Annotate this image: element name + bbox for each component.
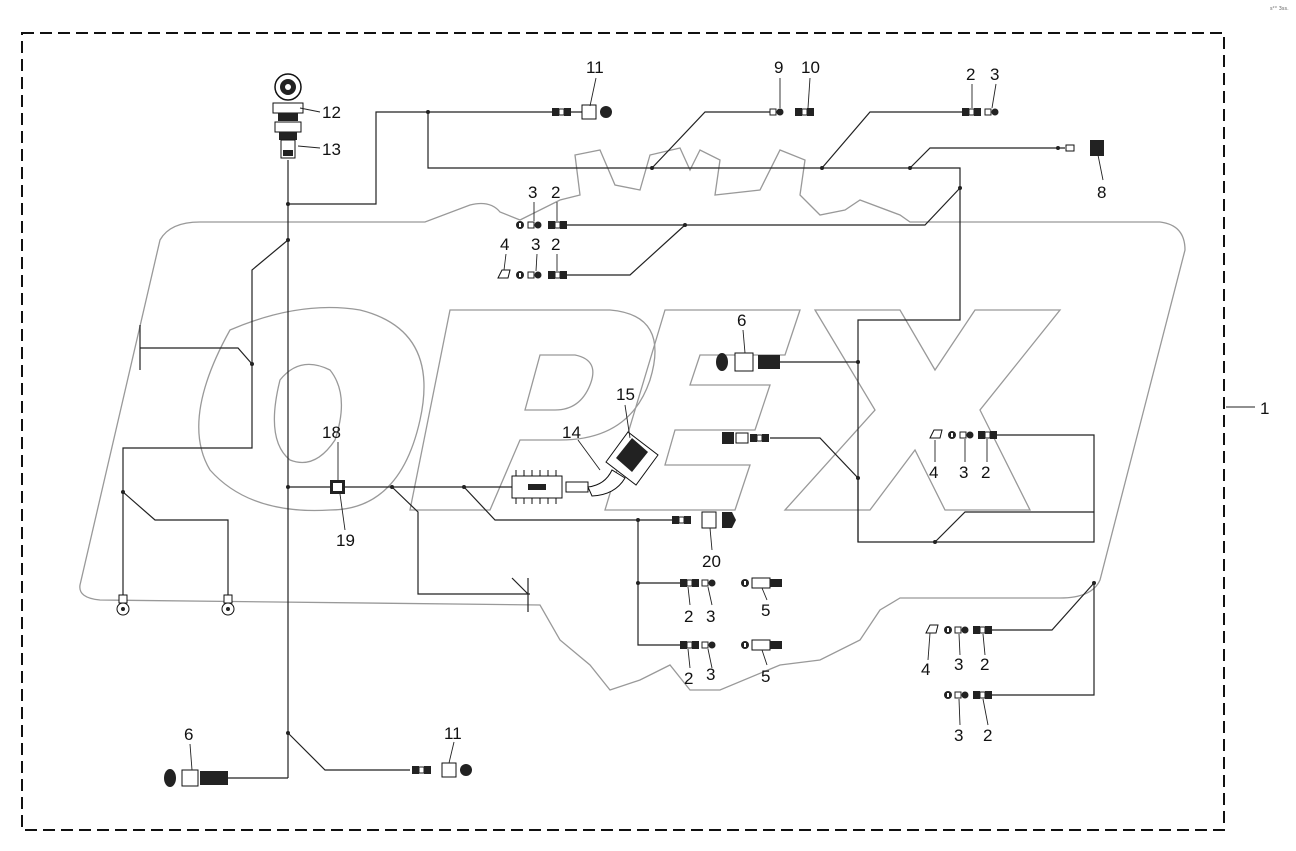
part-6-upper [716,352,780,372]
callout-11-lower: 11 [444,724,462,743]
part-4-3-2-upper-mid [497,269,568,280]
callout-2-lower-right: 2 [980,655,989,674]
part-6-lower [164,769,228,787]
part-18-19-connector [330,480,345,494]
part-11-lower-connector [411,762,472,778]
callout-4-right-mid: 4 [929,463,938,482]
junction-dots [121,110,1096,735]
part-4-3-2-lower-right [925,624,993,635]
callout-2-right-mid: 2 [981,463,990,482]
callout-5-row-a: 5 [761,601,770,620]
callout-2-mid-row: 2 [551,235,560,254]
part-6-like-mid [722,432,770,444]
callout-2-row-a: 2 [684,607,693,626]
callout-3-mid-row: 3 [531,235,540,254]
opex-watermark [79,147,1186,691]
part-2-3-5-upper-row [679,577,782,589]
callout-11-top: 11 [586,58,604,77]
part-20-connector [671,511,736,529]
part-2-3-top-right [961,107,999,117]
callout-15: 15 [616,385,635,404]
callout-labels: 1 11 9 10 2 3 8 12 13 3 2 4 3 2 6 18 19 … [184,58,1269,745]
callout-9: 9 [774,58,783,77]
callout-2-top-right: 2 [966,65,975,84]
callout-3-row-a: 3 [706,607,715,626]
callout-3-top-right: 3 [990,65,999,84]
callout-3-upper-mid: 3 [528,183,537,202]
watermark-letter-e [604,309,801,511]
callout-3-row-b: 3 [706,665,715,684]
callout-4-upper-mid: 4 [500,235,509,254]
corner-code: s²° 3ss. [1270,6,1289,12]
callout-20: 20 [702,552,721,571]
callout-5-row-b: 5 [761,667,770,686]
part-13-connector-body [274,121,302,159]
part-15-connector-block [605,431,659,486]
assembly-boundary [21,32,1225,831]
callout-12: 12 [322,103,341,122]
watermark-letter-o [198,306,425,512]
callout-10: 10 [801,58,820,77]
part-10-connector [794,107,815,117]
part-8-connector [1056,140,1104,156]
callout-2-row-b: 2 [684,669,693,688]
callout-2-upper-mid: 2 [551,183,560,202]
callout-19: 19 [336,531,355,550]
callout-6-lower: 6 [184,725,193,744]
callout-3-right-mid: 3 [959,463,968,482]
part-3-2-bottom-right [944,690,993,700]
callout-3-lower-right: 3 [954,655,963,674]
callout-6-upper: 6 [737,311,746,330]
harness-wires [122,111,1095,779]
part-14-ecu-module [511,469,626,504]
callout-8: 8 [1097,183,1106,202]
part-2-3-upper-mid [516,220,568,230]
watermark-letter-x [783,309,1062,511]
callout-14: 14 [562,423,581,442]
part-12-round-connector [272,73,304,121]
ground-ring-terminals [116,594,235,616]
callout-13: 13 [322,140,341,159]
callout-1: 1 [1260,399,1269,418]
callout-2-bottom-right: 2 [983,726,992,745]
part-2-3-5-lower-row [679,639,782,651]
part-9-connector [769,108,784,116]
callout-4-lower-right: 4 [921,660,930,679]
part-11-top-connector [551,104,612,120]
watermark-letter-p [409,309,656,511]
watermark-badge-outline [79,147,1186,691]
part-4-3-2-right-mid [929,429,998,440]
callout-18: 18 [322,423,341,442]
callout-leaders [189,77,1255,771]
callout-3-bottom-right: 3 [954,726,963,745]
